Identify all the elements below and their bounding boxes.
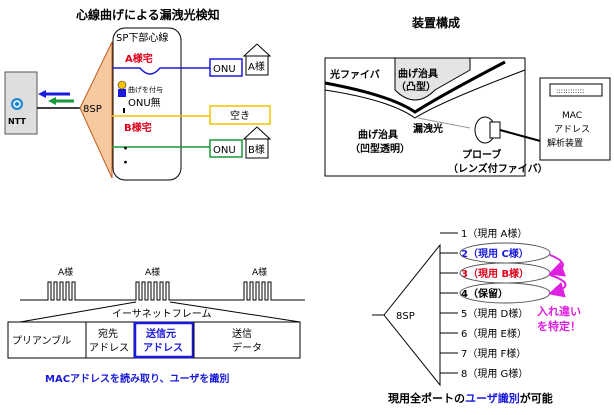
svg-text:解析装置: 解析装置 bbox=[547, 137, 583, 149]
green-arrow-icon bbox=[48, 97, 56, 105]
house-b-label: B様宅 bbox=[124, 121, 152, 134]
port-label-1: 1（現用 A様） bbox=[461, 227, 527, 240]
svg-text:アドレス: アドレス bbox=[143, 342, 183, 354]
svg-text:送信元: 送信元 bbox=[145, 327, 176, 340]
ntt-logo-icon bbox=[11, 98, 23, 110]
leak-label: 漏洩光 bbox=[413, 122, 443, 135]
leak-detection-panel: 心線曲げによる漏洩光検知 NTT 8SP SP下部心線 A様宅 曲げを付与 ON… bbox=[4, 7, 272, 181]
svg-text:::::::::::::: :::::::::::: bbox=[556, 87, 584, 95]
jig-concave-label: 曲げ治具 bbox=[358, 128, 398, 141]
frame-caption: MACアドレスを読み取り、ユーザを識別 bbox=[45, 372, 229, 385]
empty-label: 空き bbox=[230, 109, 250, 122]
sp-fiber-label: SP下部心線 bbox=[116, 31, 168, 44]
port-label-8: 8（現用 G様） bbox=[461, 367, 528, 380]
svg-text:アドレス: アドレス bbox=[554, 125, 590, 135]
field-payload bbox=[193, 321, 301, 359]
splitter-label: 8SP bbox=[83, 104, 102, 115]
field-preamble bbox=[7, 321, 87, 359]
onu-none-label: ONU無 bbox=[128, 96, 161, 109]
svg-text:データ: データ bbox=[232, 341, 262, 354]
swap-arrow-icon bbox=[548, 254, 566, 277]
bend-note: 曲げを付与 bbox=[128, 85, 163, 94]
pulse-label: A様 bbox=[252, 266, 267, 278]
empty-box bbox=[209, 105, 271, 125]
device-config-panel: 装置構成 曲げ治具 （凸型） 光ファイバ 曲げ治具 （凹型透明） 漏洩光 プロー… bbox=[324, 15, 611, 177]
port-caption: 現用全ポートのユーザ識別が可能 bbox=[388, 391, 553, 405]
house-icon bbox=[242, 126, 272, 140]
user-a-label: A様 bbox=[248, 60, 265, 73]
blue-arrow-icon bbox=[38, 90, 46, 98]
svg-text:（凸型）: （凸型） bbox=[396, 80, 436, 93]
fiber-label: 光ファイバ bbox=[329, 68, 380, 81]
svg-text:・: ・ bbox=[120, 156, 131, 169]
pulse-label: A様 bbox=[58, 266, 73, 278]
onu-a-box bbox=[209, 58, 243, 77]
worker-icon bbox=[117, 80, 127, 90]
frame-title: イーサネットフレーム bbox=[112, 308, 212, 320]
port-list: 1（現用 A様） 2（現用 C様） 3（現用 B様） 4（保留） 5（現用 D様） 6（現… bbox=[440, 227, 529, 380]
house-icon bbox=[242, 43, 272, 57]
sp-fiber-box bbox=[112, 27, 182, 181]
optical-fiber bbox=[324, 60, 506, 114]
splitter-right-label: 8SP bbox=[396, 311, 415, 322]
pulse-label: A様 bbox=[145, 266, 160, 278]
port-label-7: 7（現用 F様） bbox=[461, 347, 526, 360]
splitter-8sp bbox=[79, 41, 113, 179]
swap-note: 入れ違い bbox=[537, 304, 581, 318]
svg-text:宛先: 宛先 bbox=[98, 327, 118, 340]
ntt-label: NTT bbox=[8, 117, 26, 126]
svg-text:プリアンブル: プリアンブル bbox=[12, 334, 71, 347]
house-a-label: A様宅 bbox=[125, 52, 153, 65]
onu-b-box bbox=[209, 139, 243, 158]
port-label-4: 4（保留） bbox=[461, 287, 508, 300]
svg-text:を特定！: を特定！ bbox=[537, 319, 581, 333]
onu-a-label: ONU bbox=[213, 64, 236, 75]
panel-title-leak: 心線曲げによる漏洩光検知 bbox=[76, 7, 220, 22]
svg-text:（凹型透明）: （凹型透明） bbox=[350, 142, 410, 155]
probe-label: プローブ bbox=[462, 148, 501, 161]
jig-convex-label: 曲げ治具 bbox=[398, 67, 438, 80]
field-src-address bbox=[133, 321, 195, 359]
ellipsis-dots: ・ bbox=[120, 142, 131, 155]
port-id-panel: 8SP 1（現用 A様） 2（現用 C様） 3（現用 B様） 4（保留） 5（現用 D様… bbox=[372, 227, 581, 405]
svg-text:送信: 送信 bbox=[232, 327, 252, 340]
port-label-5: 5（現用 D様） bbox=[461, 307, 528, 320]
ethernet-frame-panel: A様 A様 A様 イーサネットフレーム プリアンブル 宛先 アドレス 送信元 ア… bbox=[7, 266, 305, 385]
device-label: MAC bbox=[562, 111, 582, 121]
user-b-label: B様 bbox=[248, 143, 265, 156]
panel-title-device: 装置構成 bbox=[411, 15, 460, 30]
swap-arrow-icon bbox=[548, 274, 567, 298]
port-label-2: 2（現用 C様） bbox=[461, 247, 529, 260]
svg-text:（レンズ付ファイバ）: （レンズ付ファイバ） bbox=[448, 162, 548, 175]
line-a bbox=[112, 67, 215, 75]
svg-text:アドレス: アドレス bbox=[89, 343, 129, 354]
port-label-6: 6（現用 E様） bbox=[461, 327, 527, 340]
splitter-8sp-right bbox=[383, 243, 441, 387]
signal-pulses bbox=[20, 281, 305, 301]
onu-b-label: ONU bbox=[213, 145, 236, 156]
field-dest-address bbox=[85, 321, 135, 359]
port-label-3: 3（現用 B様） bbox=[461, 267, 529, 280]
